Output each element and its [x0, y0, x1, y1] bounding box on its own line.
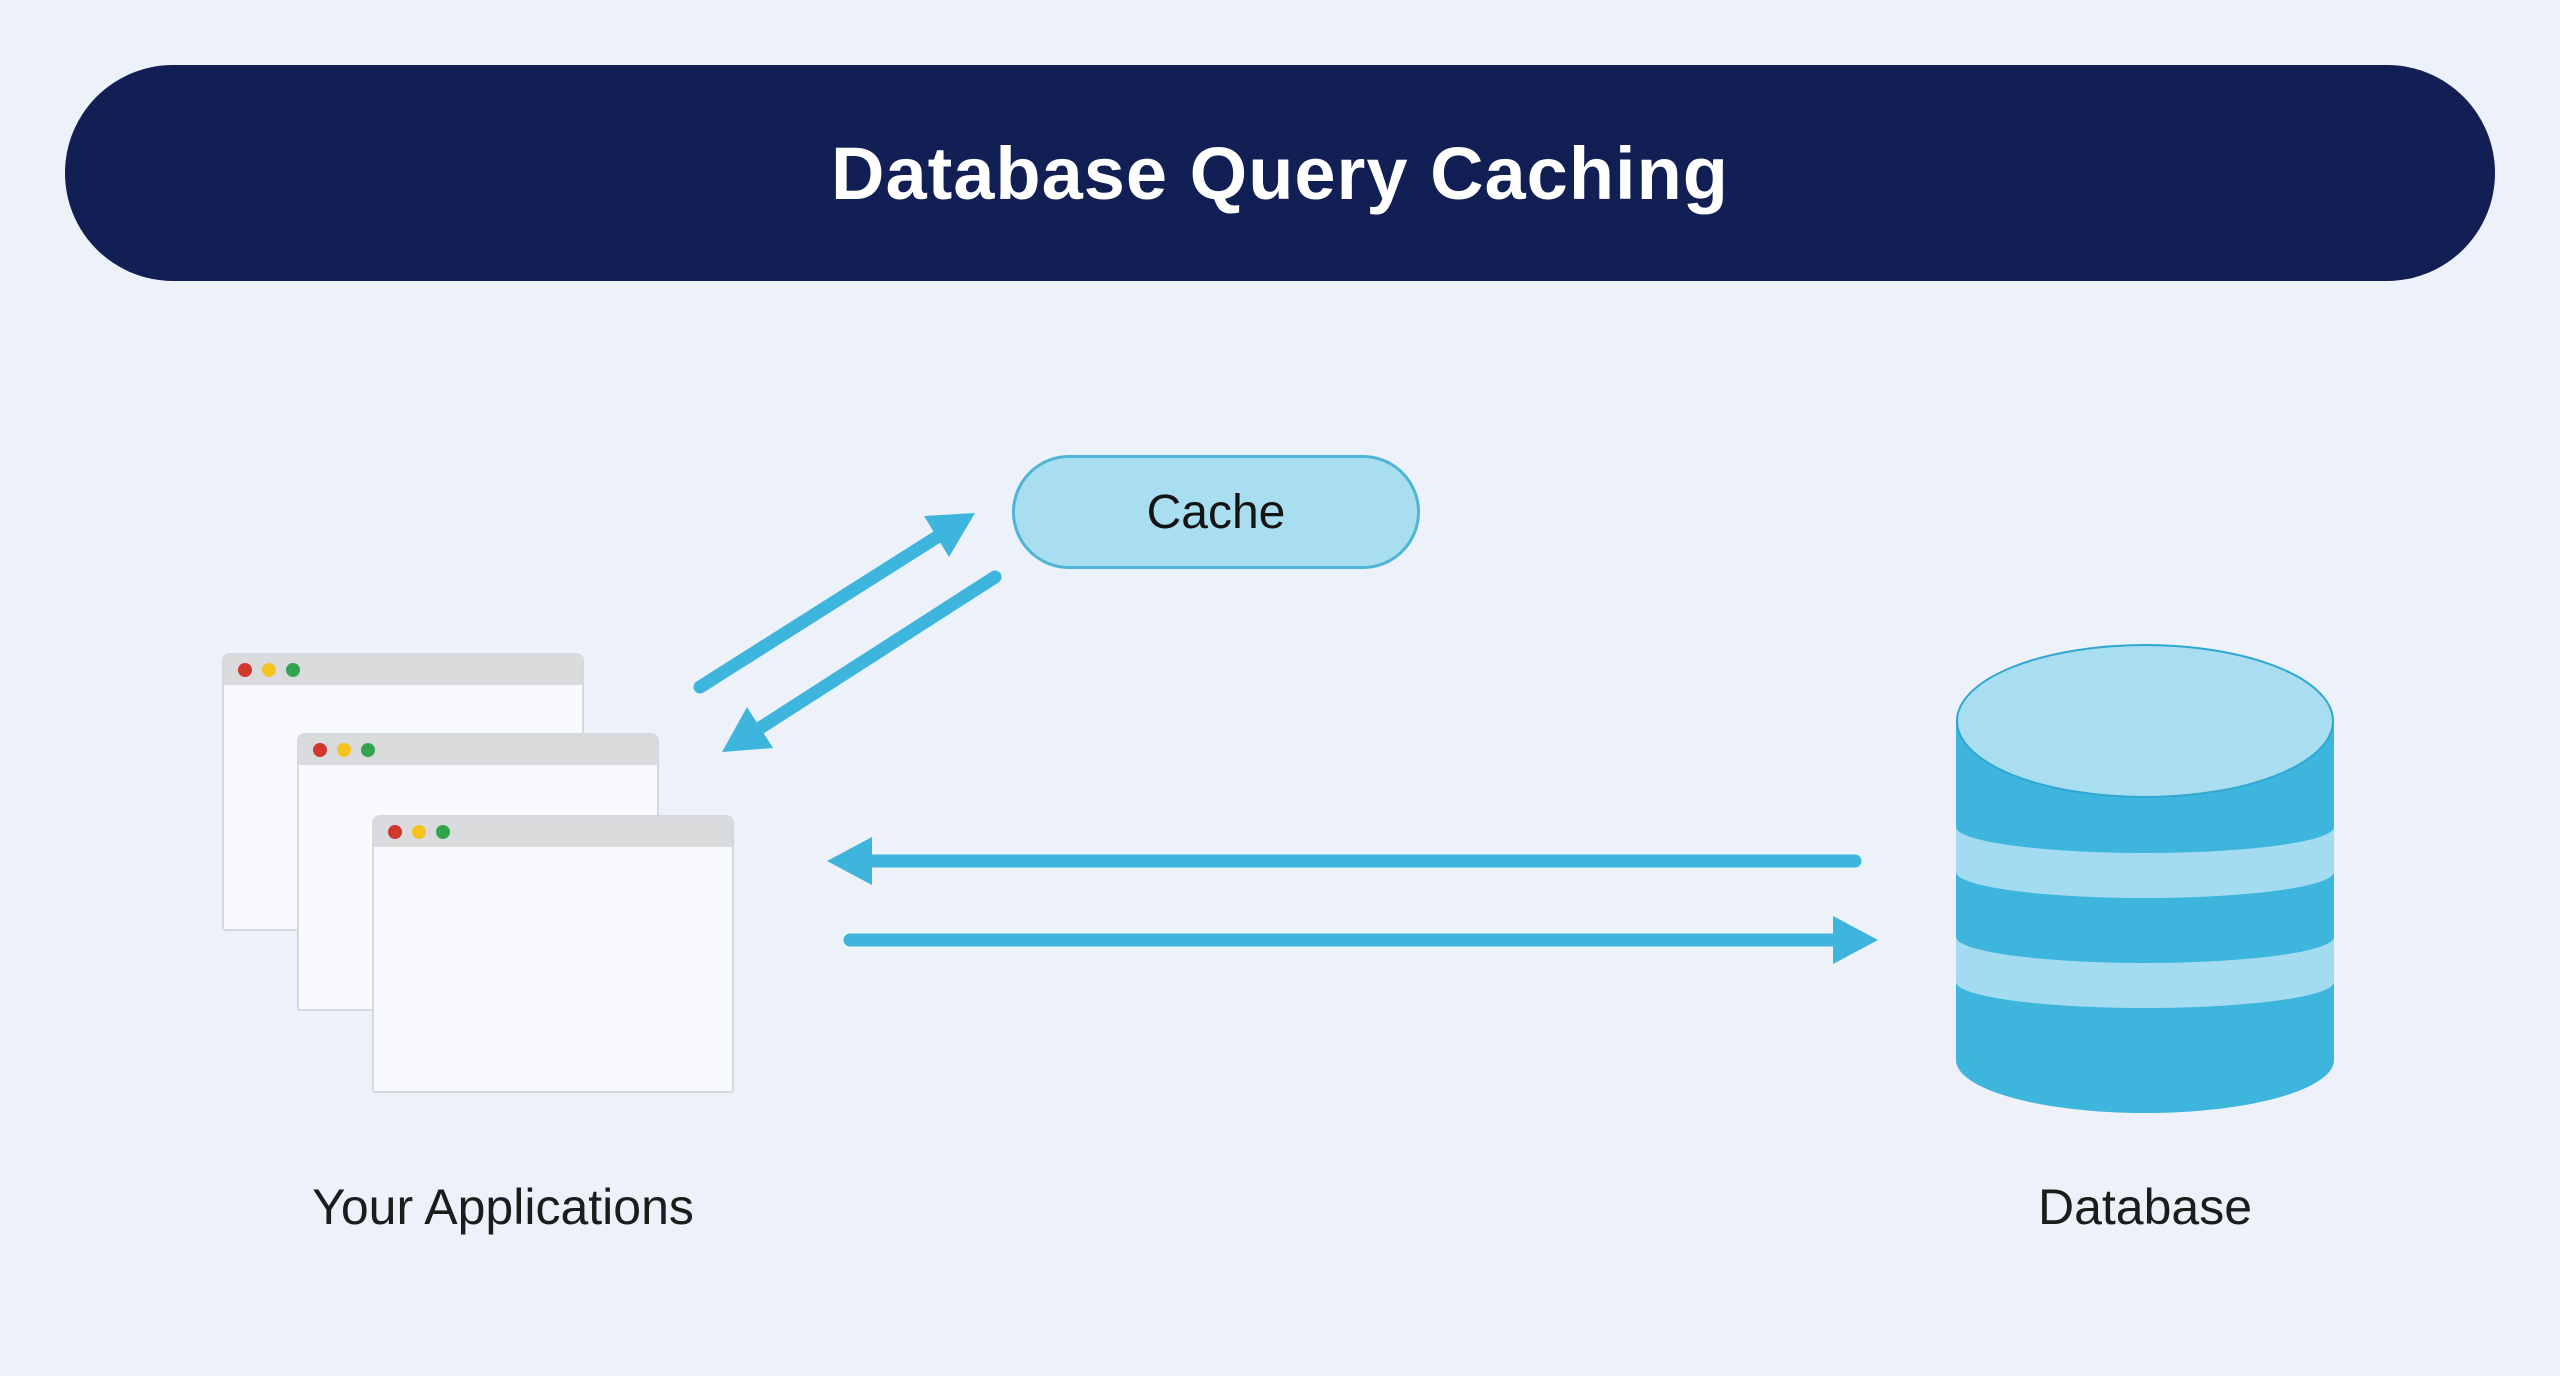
minimize-dot-icon [337, 743, 351, 757]
database-icon [1956, 644, 2334, 1113]
maximize-dot-icon [436, 825, 450, 839]
title-banner: Database Query Caching [65, 65, 2495, 281]
window-titlebar [374, 817, 732, 847]
minimize-dot-icon [262, 663, 276, 677]
arrow-cache-to-apps-icon [722, 570, 1002, 752]
close-dot-icon [313, 743, 327, 757]
arrow-apps-to-cache-icon [693, 513, 975, 694]
database-label: Database [2037, 1179, 2253, 1235]
maximize-dot-icon [361, 743, 375, 757]
app-window [372, 815, 734, 1093]
cache-node: Cache [1012, 455, 1420, 569]
maximize-dot-icon [286, 663, 300, 677]
window-titlebar [299, 735, 657, 765]
arrow-database-to-apps-icon [827, 837, 1862, 885]
close-dot-icon [238, 663, 252, 677]
close-dot-icon [388, 825, 402, 839]
arrow-apps-to-database-icon [843, 916, 1878, 964]
page-title: Database Query Caching [831, 131, 1729, 215]
minimize-dot-icon [412, 825, 426, 839]
applications-label: Your Applications [312, 1179, 694, 1235]
window-titlebar [224, 655, 582, 685]
cache-label: Cache [1146, 485, 1286, 539]
